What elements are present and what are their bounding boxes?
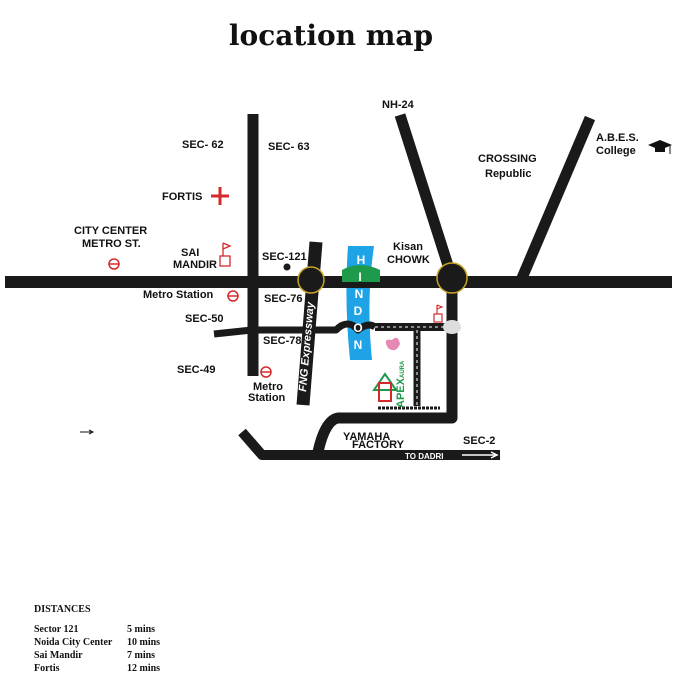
label-nh24: NH-24 (382, 99, 415, 111)
label-fortis: FORTIS (162, 191, 202, 203)
river-letter: N (354, 338, 363, 352)
distance-row: Noida City Center 10 mins (34, 637, 160, 650)
nh24-road (312, 113, 458, 454)
label-sec76: SEC-76 (264, 293, 303, 305)
river-letter: I (358, 270, 361, 284)
distance-row: Sai Mandir 7 mins (34, 650, 160, 663)
temple-icon (433, 304, 444, 323)
label-sec50: SEC-50 (185, 313, 224, 325)
label-sec49: SEC-49 (177, 364, 216, 376)
distance-row: Fortis 12 mins (34, 663, 160, 676)
apex-text: APEX (395, 377, 407, 408)
junction-marker (443, 320, 461, 334)
river-letter: N (355, 287, 364, 301)
roundabout-fng (297, 266, 325, 294)
aura-text: AURA (400, 360, 406, 378)
abes-road (516, 115, 596, 281)
label-city-center-metro: METRO ST. (82, 238, 141, 250)
distance-place: Sai Mandir (34, 650, 83, 661)
label-sec121: SEC-121 (262, 251, 307, 263)
label-metro: Metro (253, 381, 283, 393)
hindon-bridge (342, 265, 380, 282)
distances-table: DISTANCES Sector 121 5 mins Noida City Ce… (34, 604, 160, 676)
dadri-arrow-icon (462, 451, 499, 459)
distance-place: Noida City Center (34, 637, 113, 648)
label-factory: FACTORY (352, 439, 405, 451)
distance-place: Fortis (34, 663, 60, 674)
label-kisan: Kisan (393, 241, 423, 253)
map-title: location map (229, 19, 433, 52)
distance-time: 10 mins (127, 637, 161, 648)
label-to-dadri: TO DADRI (405, 452, 444, 461)
label-crossing: CROSSING (478, 153, 537, 165)
label-chowk: CHOWK (387, 254, 430, 266)
distance-place: Sector 121 (34, 624, 79, 635)
river-letter: D (354, 304, 363, 318)
label-abes: A.B.E.S. (596, 132, 639, 144)
arrow-icon (80, 429, 95, 435)
distance-time: 5 mins (127, 624, 156, 635)
hospital-cross-icon (211, 187, 229, 205)
metro-icon (260, 366, 272, 378)
label-sec78: SEC-78 (263, 335, 302, 347)
distance-row: Sector 121 5 mins (34, 624, 160, 637)
distance-time: 12 mins (127, 663, 161, 674)
label-republic: Republic (485, 168, 531, 180)
distance-time: 7 mins (127, 650, 156, 661)
label-college: College (596, 145, 636, 157)
river-letter: O (353, 321, 362, 335)
apex-aura-logo: APEX AURA (372, 337, 407, 408)
label-sec62: SEC- 62 (182, 139, 224, 151)
label-metro-station: Metro Station (143, 289, 214, 301)
dadri-road (238, 428, 500, 460)
temple-icon (219, 242, 232, 267)
label-sec2: SEC-2 (463, 435, 495, 447)
metro-icon (108, 258, 120, 270)
label-yamaha: YAMAHA (343, 431, 390, 443)
sec121-dot (283, 263, 291, 271)
label-city-center: CITY CENTER (74, 225, 147, 237)
sec50-road (213, 320, 378, 338)
river-letter: H (357, 253, 366, 267)
metro-icon (227, 290, 239, 302)
label-station: Station (248, 392, 286, 404)
distances-heading: DISTANCES (34, 604, 91, 615)
roundabout-kisan-chowk (436, 262, 468, 294)
graduation-cap-icon (648, 140, 672, 154)
label-mandir: MANDIR (173, 259, 217, 271)
label-sai: SAI (181, 247, 199, 259)
label-sec63: SEC- 63 (268, 141, 310, 153)
roads (5, 113, 672, 460)
